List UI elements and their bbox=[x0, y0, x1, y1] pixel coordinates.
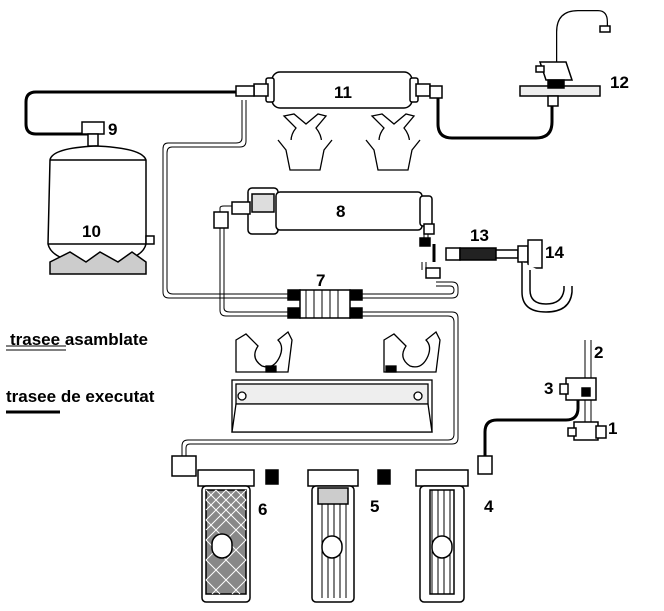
shutoff-valve-7 bbox=[287, 289, 363, 319]
feed-valve-1-3 bbox=[559, 377, 607, 441]
drain-saddle-14 bbox=[517, 239, 573, 313]
label-4: 4 bbox=[484, 497, 494, 516]
legend-assembled-tubing: trasee asamblate bbox=[10, 330, 148, 349]
prefilter-housing-5 bbox=[265, 469, 359, 603]
label-10: 10 bbox=[82, 222, 101, 241]
label-9: 9 bbox=[108, 120, 118, 139]
membrane-housing-8 bbox=[213, 187, 441, 279]
pressure-tank-10 bbox=[47, 121, 155, 275]
tubing-to-execute bbox=[24, 90, 580, 456]
label-5: 5 bbox=[370, 497, 380, 516]
mounting-clips-11 bbox=[277, 113, 421, 171]
label-8: 8 bbox=[336, 202, 346, 221]
label-7: 7 bbox=[316, 271, 326, 290]
label-3: 3 bbox=[544, 379, 554, 398]
label-13: 13 bbox=[470, 226, 489, 245]
prefilter-housing-6 bbox=[171, 455, 255, 603]
post-filter-11 bbox=[235, 71, 443, 109]
label-11: 11 bbox=[334, 83, 352, 102]
label-12: 12 bbox=[610, 73, 629, 92]
label-1: 1 bbox=[608, 419, 618, 438]
mounting-bracket bbox=[231, 330, 441, 433]
label-2: 2 bbox=[594, 343, 604, 362]
flow-restrictor-13 bbox=[445, 247, 519, 261]
assembled-tubing bbox=[162, 100, 592, 456]
prefilter-housing-4 bbox=[377, 455, 493, 603]
legend-samples bbox=[6, 345, 66, 414]
label-14: 14 bbox=[545, 243, 564, 262]
faucet-12 bbox=[519, 10, 611, 107]
legend-tubing-to-execute: trasee de executat bbox=[6, 387, 155, 406]
label-6: 6 bbox=[258, 500, 268, 519]
